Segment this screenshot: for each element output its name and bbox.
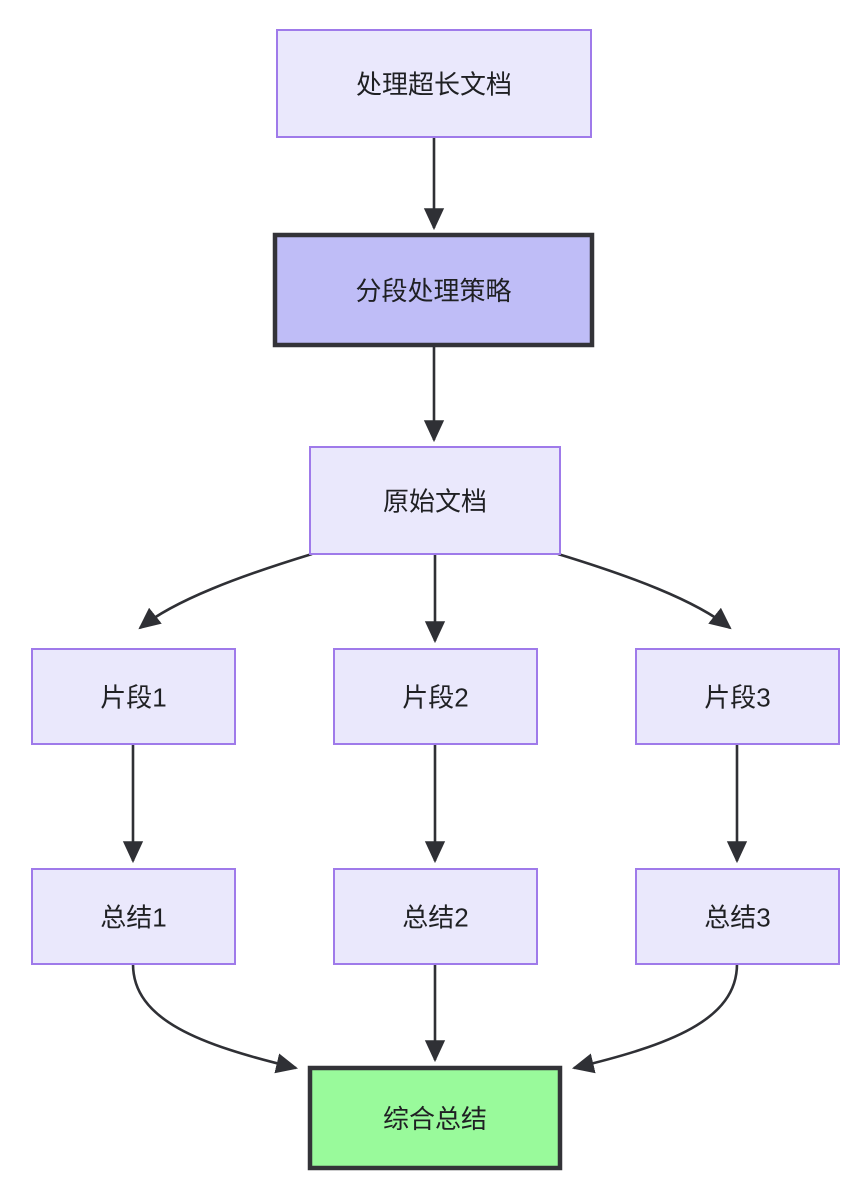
node-box-summary-2[interactable] [333,868,538,965]
node-box-chunk-3[interactable] [635,648,840,745]
node-label-summary-2: 总结2 [402,903,468,933]
node-box-chunk-2[interactable] [333,648,538,745]
node-box-summary-3[interactable] [635,868,840,965]
node-label-summary-1: 总结1 [100,903,166,933]
node-label-source-doc: 原始文档 [383,487,487,517]
node-box-doc-root[interactable] [276,29,592,138]
edge-summary-3-to-final-summary [571,963,739,1074]
node-box-source-doc[interactable] [309,446,561,555]
node-label-summary-3: 总结3 [704,903,770,933]
edges-layer [122,137,748,1074]
node-summary-2[interactable]: 总结2 [333,868,538,965]
node-label-chunk-3: 片段3 [704,683,770,713]
edge-source-doc-to-chunk-3 [557,552,732,630]
node-label-strategy: 分段处理策略 [355,276,511,306]
node-chunk-3[interactable]: 片段3 [635,648,840,745]
node-box-final-summary[interactable] [307,1065,563,1171]
node-label-final-summary: 综合总结 [383,1104,487,1134]
edge-summary-1-to-final-summary [131,963,299,1074]
node-label-chunk-1: 片段1 [100,683,166,713]
node-box-strategy[interactable] [272,232,595,348]
node-label-chunk-2: 片段2 [402,683,468,713]
node-summary-1[interactable]: 总结1 [31,868,236,965]
edge-source-doc-to-chunk-1 [138,552,313,630]
node-chunk-2[interactable]: 片段2 [333,648,538,745]
node-chunk-1[interactable]: 片段1 [31,648,236,745]
node-summary-3[interactable]: 总结3 [635,868,840,965]
node-doc-root[interactable]: 处理超长文档 [276,29,592,138]
node-source-doc[interactable]: 原始文档 [309,446,561,555]
node-final-summary[interactable]: 综合总结 [307,1065,563,1171]
node-label-doc-root: 处理超长文档 [356,70,512,100]
node-strategy[interactable]: 分段处理策略 [272,232,595,348]
node-box-summary-1[interactable] [31,868,236,965]
node-box-chunk-1[interactable] [31,648,236,745]
